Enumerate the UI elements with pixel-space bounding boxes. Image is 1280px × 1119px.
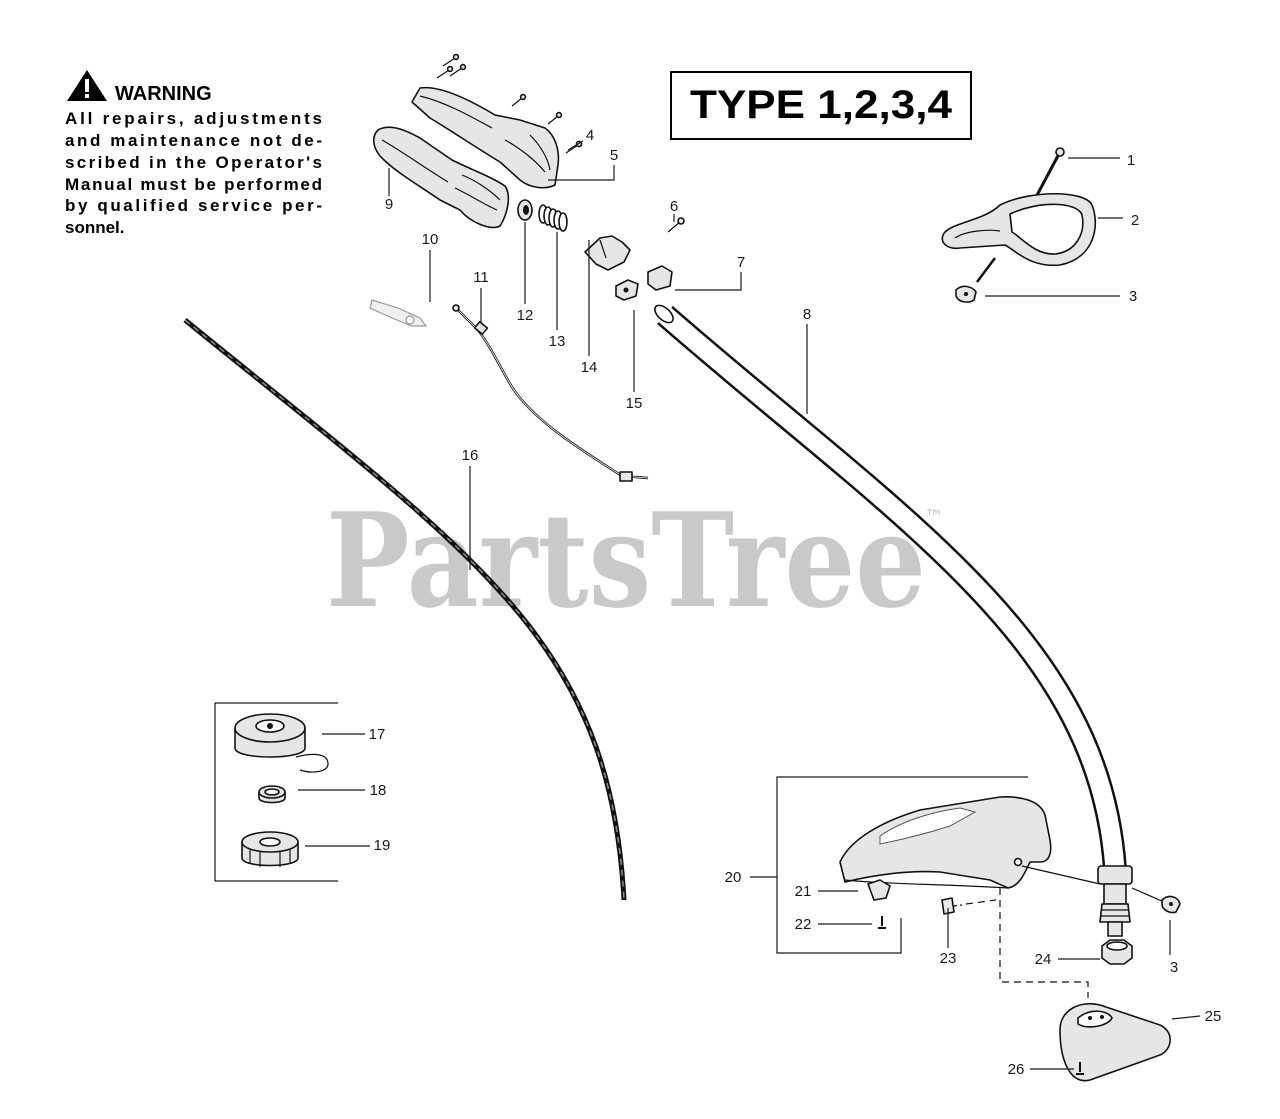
callout-5: 5: [610, 147, 618, 164]
callout-3: 3: [1129, 288, 1137, 305]
part-17-trimmer-head: [234, 713, 329, 773]
dashed-link-line: [965, 888, 1089, 998]
callout-26: 26: [1008, 1061, 1025, 1078]
callout-3-lower: 3: [1170, 959, 1178, 976]
callout-8: 8: [803, 306, 811, 323]
callout-4: 4: [586, 127, 594, 144]
warning-block: WARNING All repairs, adjustments and mai…: [65, 70, 322, 237]
warning-title: WARNING: [115, 83, 212, 105]
watermark-trademark: ™: [924, 505, 944, 529]
watermark: PartsTree ™: [326, 484, 944, 637]
part-26-screw: [1076, 1062, 1084, 1075]
warning-line-1: All repairs, adjustments: [65, 109, 322, 128]
part-6-screw: [667, 217, 685, 233]
part-8-drive-tube: [654, 304, 1127, 871]
group-box-shield: [776, 776, 1028, 954]
part-11-throttle-cable: [452, 304, 649, 482]
callout-25: 25: [1205, 1008, 1222, 1025]
warning-line-6: sonnel.: [65, 218, 125, 237]
part-16-flex-shaft: [183, 318, 627, 901]
type-box: TYPE 1,2,3,4: [670, 71, 972, 140]
callout-1: 1: [1127, 152, 1135, 169]
part-14-trigger: [584, 235, 631, 271]
part-10-bracket: [369, 299, 428, 327]
part-3-nut-top: [955, 285, 977, 303]
callout-6: 6: [670, 198, 678, 215]
callout-17: 17: [369, 726, 386, 743]
clamp-link-line: [1131, 887, 1165, 903]
callout-21: 21: [795, 883, 812, 900]
part-25-deflector: [1059, 1003, 1171, 1082]
part-20-shield: [839, 796, 1052, 889]
type-label: TYPE 1,2,3,4: [690, 83, 953, 127]
callout-10: 10: [422, 231, 439, 248]
watermark-text: PartsTree: [326, 484, 926, 637]
callout-9: 9: [385, 196, 393, 213]
part-23-bracket: [941, 897, 963, 915]
part-12-washer: [517, 199, 533, 221]
group-box-head: [214, 702, 338, 882]
callout-12: 12: [517, 307, 534, 324]
part-18-ring: [258, 785, 286, 804]
callout-19: 19: [374, 837, 391, 854]
callout-20: 20: [725, 869, 742, 886]
part-2-loop-handle: [941, 193, 1097, 283]
callout-16: 16: [462, 447, 479, 464]
part-13-spring: [538, 204, 568, 232]
warning-line-2: and maintenance not de-: [65, 131, 322, 150]
callout-15: 15: [626, 395, 643, 412]
part-15-lockout: [615, 279, 639, 301]
part-5-handle-half: [411, 86, 560, 189]
part-24-nut: [1101, 939, 1133, 965]
callout-7: 7: [737, 254, 745, 271]
part-3-nut-bottom: [1161, 895, 1181, 914]
shield-link-line: [1021, 865, 1101, 885]
part-7-clamp: [647, 265, 673, 291]
warning-line-3: scribed in the Operator's: [65, 153, 322, 172]
callout-11: 11: [473, 269, 489, 286]
callout-labels: 1 2 3 4 5 6 7 8 9 10 11 12 13 14 15 16 1…: [369, 127, 1222, 1078]
callout-22: 22: [795, 916, 812, 933]
leader-lines: [298, 140, 1201, 1070]
callout-2: 2: [1131, 212, 1139, 229]
callout-18: 18: [370, 782, 387, 799]
warning-triangle-icon: [67, 70, 107, 101]
part-21-clip: [867, 879, 891, 901]
callout-24: 24: [1035, 951, 1052, 968]
callout-14: 14: [581, 359, 598, 376]
warning-line-5: by qualified service per-: [65, 196, 322, 215]
part-9-handle-half: [372, 126, 510, 229]
part-19-spool-base: [241, 831, 299, 867]
gear-head-clamp: [1097, 865, 1133, 937]
callout-13: 13: [549, 333, 566, 350]
callout-23: 23: [940, 950, 957, 967]
part-22-screw: [878, 916, 886, 929]
warning-line-4: Manual must be performed: [65, 175, 322, 194]
handle-screws: [436, 53, 563, 125]
